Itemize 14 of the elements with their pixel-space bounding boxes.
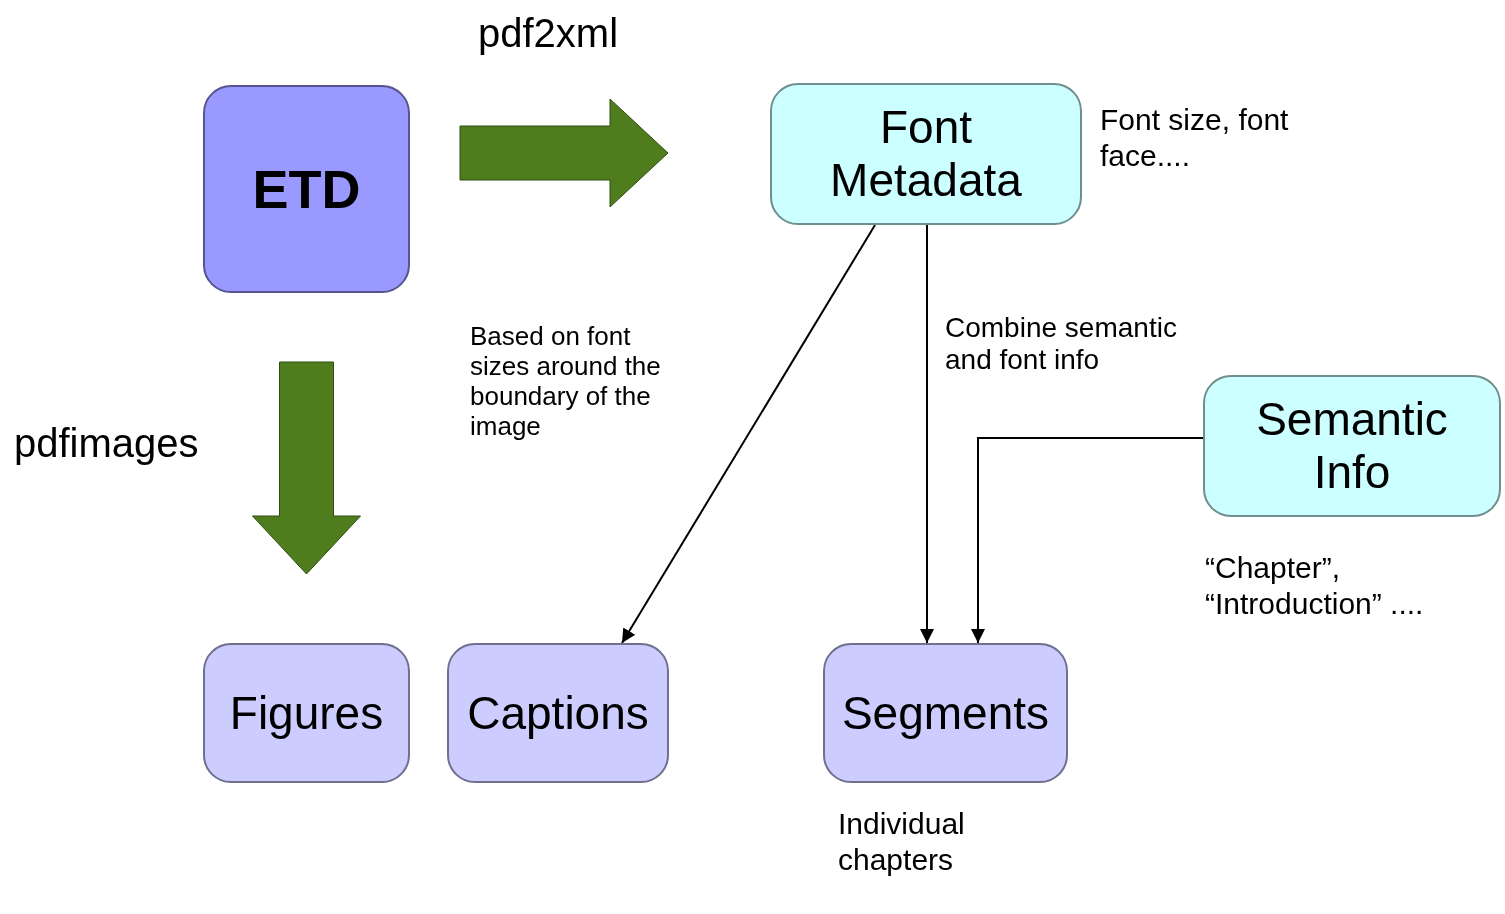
block-arrow [252,361,361,575]
node-note: “Chapter”, “Introduction” .... [1205,550,1425,622]
process-box: Figures [203,643,410,783]
process-box: Semantic Info [1203,375,1501,517]
process-box: Segments [823,643,1068,783]
process-box: Font Metadata [770,83,1082,225]
node-note: Individual chapters [838,806,966,878]
arrow [920,224,934,644]
block-arrow [459,98,669,208]
process-box: Captions [447,643,669,783]
process-box: ETD [203,85,410,293]
node-note: Font size, font face.... [1100,102,1290,174]
arrow [621,224,876,644]
arrow [971,437,1204,644]
